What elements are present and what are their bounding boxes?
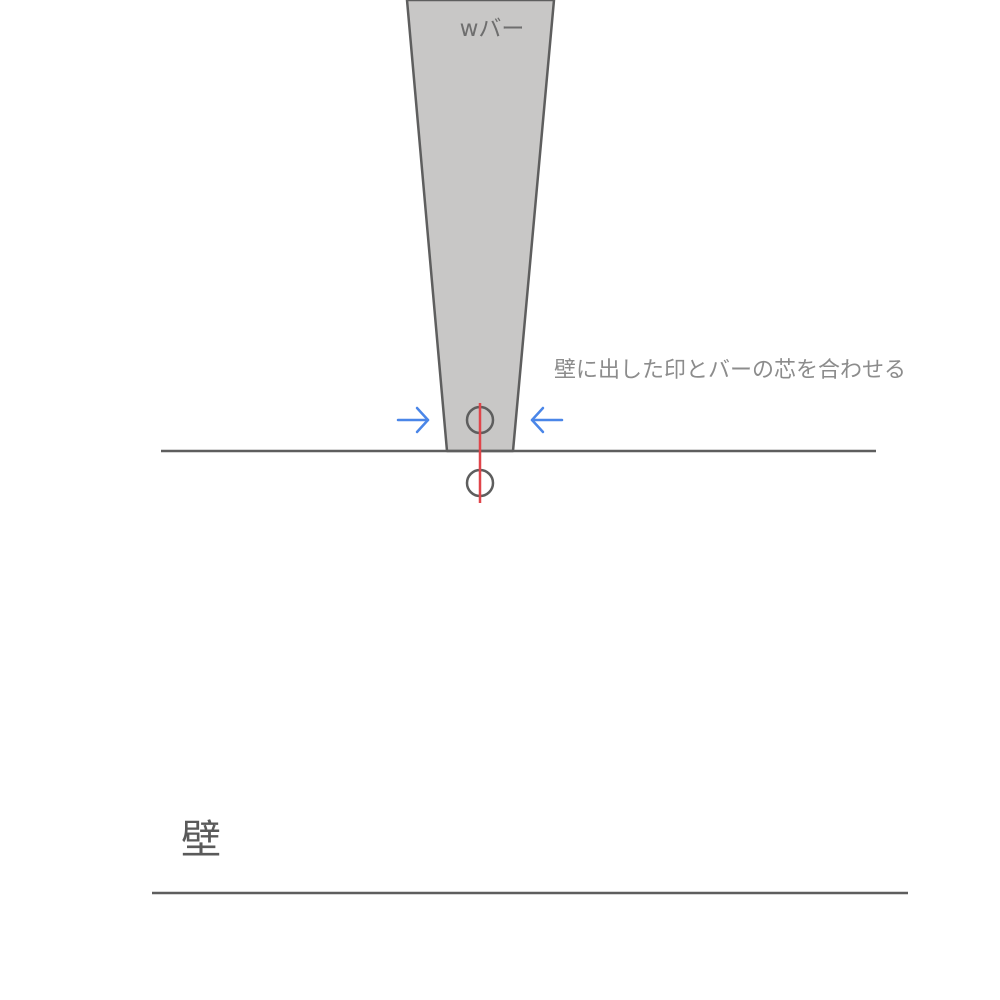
arrow-left-icon	[530, 406, 564, 434]
w-bar-label: wバー	[460, 16, 525, 42]
arrow-right-icon	[396, 406, 430, 434]
instruction-label: 壁に出した印とバーの芯を合わせる	[554, 358, 906, 383]
wall-label: 壁	[181, 817, 221, 863]
w-bar-shape	[405, 0, 556, 453]
